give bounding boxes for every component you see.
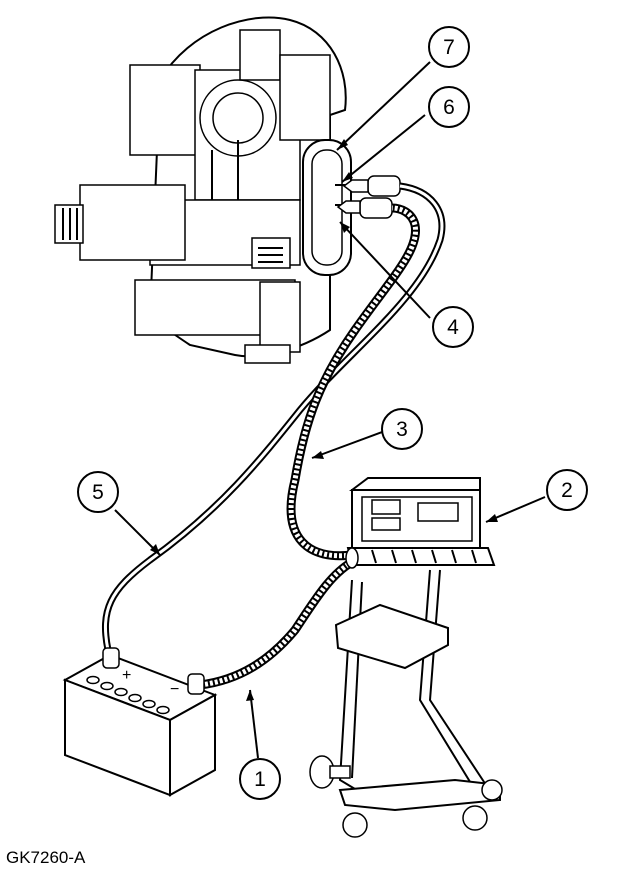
positive-terminal <box>102 647 120 669</box>
callout-3-label: 3 <box>396 418 408 441</box>
round-port-inner <box>212 92 264 144</box>
callout-1-label: 1 <box>254 768 266 791</box>
negative-terminal <box>187 673 205 695</box>
test-lead-plug-lower <box>359 197 393 219</box>
solenoid-body <box>79 184 186 261</box>
diagnostic-tester-cart <box>309 477 503 838</box>
cables <box>101 182 446 690</box>
leader-4 <box>339 221 431 319</box>
leader-6 <box>341 114 426 183</box>
tester-top <box>349 477 481 491</box>
callout-4: 4 <box>432 306 474 348</box>
housing-block-top <box>129 64 201 156</box>
cart-base <box>338 778 501 812</box>
leader-1 <box>249 689 259 759</box>
test-lead-plug-upper <box>367 175 401 197</box>
wheel-back <box>481 779 503 801</box>
base-foot <box>244 344 291 364</box>
callout-4-label: 4 <box>447 316 459 339</box>
figure-code: GK7260-A <box>6 848 86 867</box>
leader-lines <box>114 61 546 759</box>
housing-block-upper-right <box>239 29 281 81</box>
positive-symbol: + <box>122 667 131 684</box>
callout-6: 6 <box>428 86 470 128</box>
cart-shelf <box>334 603 449 670</box>
callout-5-label: 5 <box>92 481 104 504</box>
display-window-left-lower <box>371 517 401 531</box>
leader-3 <box>311 431 383 459</box>
callout-5: 5 <box>77 471 119 513</box>
battery-side <box>169 693 216 797</box>
display-window-left <box>371 499 401 515</box>
sensor-block <box>251 237 291 269</box>
display-window-right <box>417 502 459 522</box>
callout-6-label: 6 <box>443 96 455 119</box>
callout-1: 1 <box>239 758 281 800</box>
wheel-left <box>342 812 368 838</box>
callout-7-label: 7 <box>443 36 455 59</box>
base-block-right <box>259 281 301 353</box>
wheel-right <box>462 805 488 831</box>
battery: + − <box>62 647 218 797</box>
engine-assembly <box>54 16 401 364</box>
callout-3: 3 <box>381 408 423 450</box>
callout-2: 2 <box>546 469 588 511</box>
leader-7 <box>336 61 431 151</box>
housing-block-right <box>279 54 331 141</box>
negative-symbol: − <box>170 681 179 698</box>
callout-7: 7 <box>428 26 470 68</box>
callout-2-label: 2 <box>561 479 573 502</box>
tester-cable-port <box>345 547 359 569</box>
